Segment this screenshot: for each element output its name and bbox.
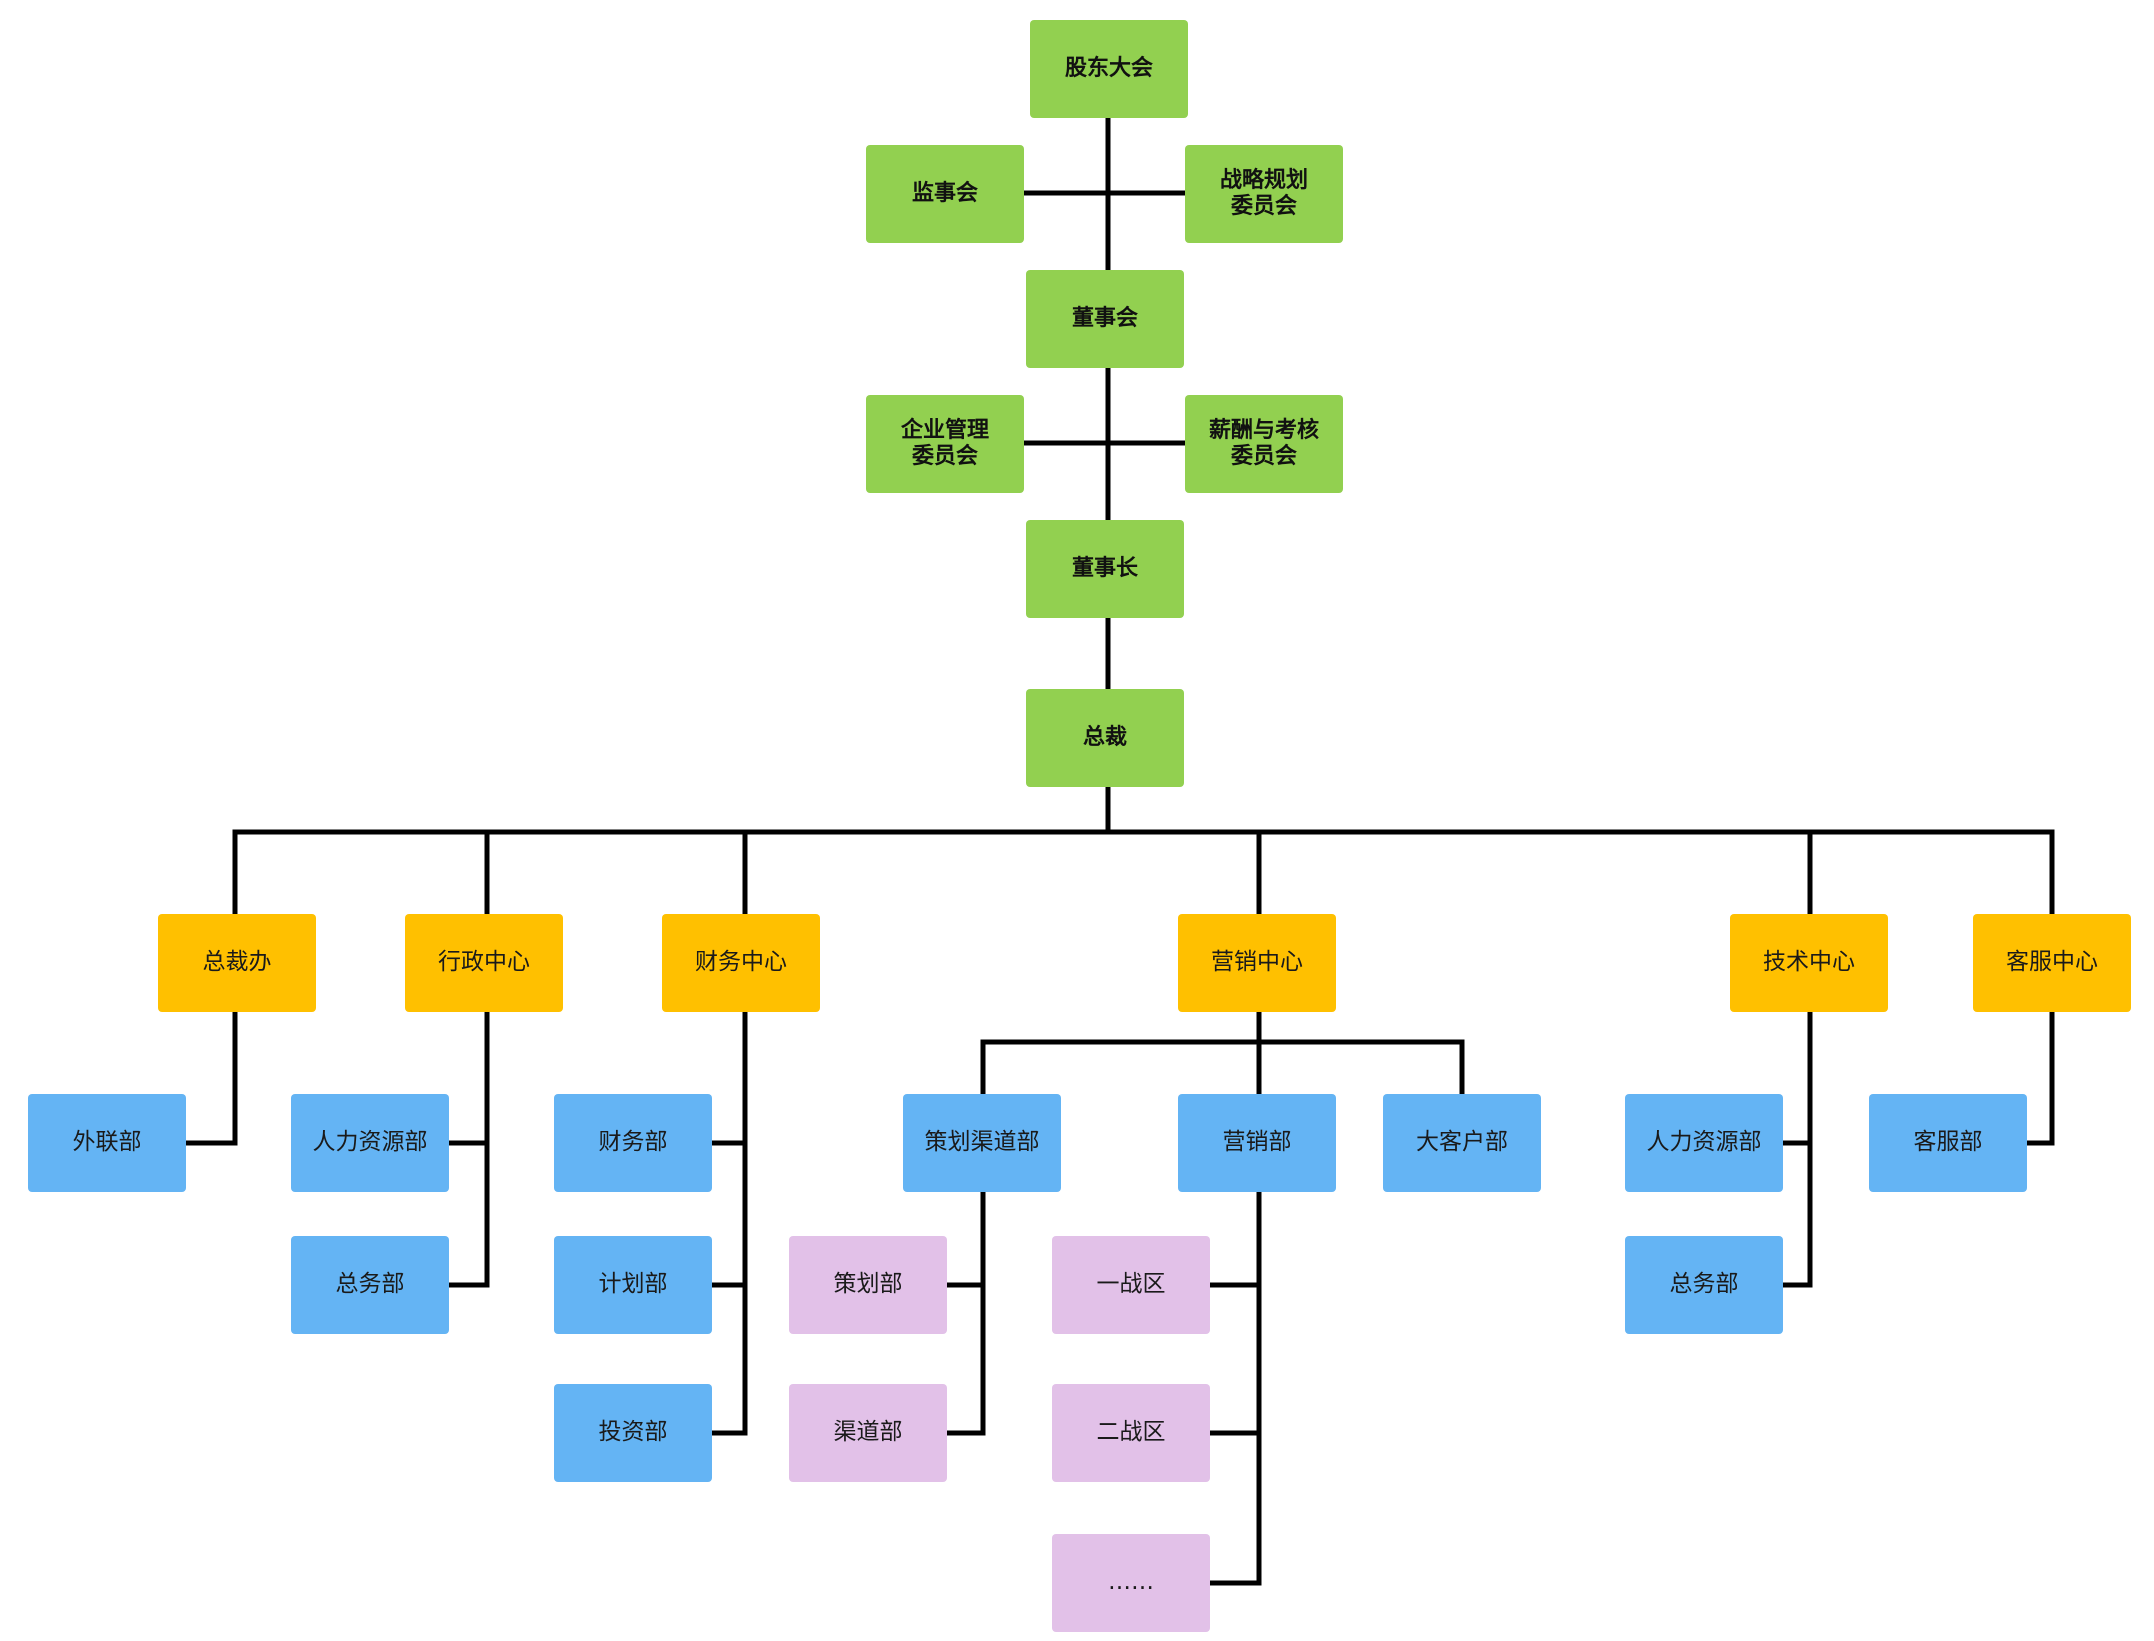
node-investment-dept: 投资部 xyxy=(554,1384,712,1482)
node-customer-service-dept: 客服部 xyxy=(1869,1094,2027,1192)
node-liaison-dept: 外联部 xyxy=(28,1094,186,1192)
node-service-center: 客服中心 xyxy=(1973,914,2131,1012)
node-first-war-zone: 一战区 xyxy=(1052,1236,1210,1334)
node-key-accounts-dept: 大客户部 xyxy=(1383,1094,1541,1192)
node-tech-general-affairs-dept: 总务部 xyxy=(1625,1236,1783,1334)
node-tech-hr-dept: 人力资源部 xyxy=(1625,1094,1783,1192)
node-board-of-directors: 董事会 xyxy=(1026,270,1184,368)
node-second-war-zone: 二战区 xyxy=(1052,1384,1210,1482)
node-marketing-dept: 营销部 xyxy=(1178,1094,1336,1192)
node-management-committee: 企业管理 委员会 xyxy=(866,395,1024,493)
node-admin-general-affairs-dept: 总务部 xyxy=(291,1236,449,1334)
node-finance-center: 财务中心 xyxy=(662,914,820,1012)
node-admin-hr-dept: 人力资源部 xyxy=(291,1094,449,1192)
node-strategy-committee: 战略规划 委员会 xyxy=(1185,145,1343,243)
node-admin-center: 行政中心 xyxy=(405,914,563,1012)
node-marketing-center: 营销中心 xyxy=(1178,914,1336,1012)
node-planning-channel-dept: 策划渠道部 xyxy=(903,1094,1061,1192)
node-president-office: 总裁办 xyxy=(158,914,316,1012)
node-compensation-committee: 薪酬与考核 委员会 xyxy=(1185,395,1343,493)
node-supervisory-board: 监事会 xyxy=(866,145,1024,243)
node-tech-center: 技术中心 xyxy=(1730,914,1888,1012)
node-chairman: 董事长 xyxy=(1026,520,1184,618)
node-more-zones: …… xyxy=(1052,1534,1210,1632)
node-president: 总裁 xyxy=(1026,689,1184,787)
node-planning-dept: 计划部 xyxy=(554,1236,712,1334)
node-channel-unit: 渠道部 xyxy=(789,1384,947,1482)
node-planning-unit: 策划部 xyxy=(789,1236,947,1334)
node-shareholders-meeting: 股东大会 xyxy=(1030,20,1188,118)
node-finance-dept: 财务部 xyxy=(554,1094,712,1192)
